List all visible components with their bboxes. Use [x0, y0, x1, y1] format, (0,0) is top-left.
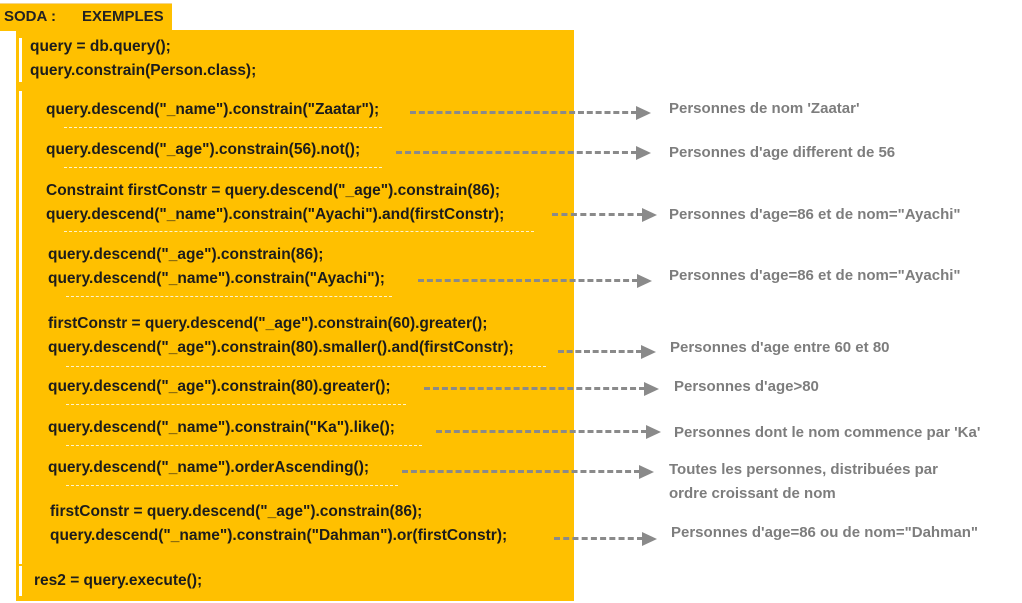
arrow-line: [402, 470, 640, 473]
description: Personnes d'age=86 et de nom="Ayachi": [669, 206, 961, 223]
arrow-line: [410, 111, 637, 114]
separator: [64, 231, 534, 232]
arrow-line: [396, 151, 637, 154]
code-line: query.constrain(Person.class);: [30, 62, 257, 79]
arrow-line: [436, 430, 647, 433]
description: Personnes d'age=86 et de nom="Ayachi": [669, 267, 961, 284]
code-line: query.descend("_age").constrain(56).not(…: [46, 141, 361, 158]
arrow-head: [636, 106, 651, 120]
code-line: query.descend("_name").constrain("Ayachi…: [46, 206, 505, 223]
code-line: query.descend("_name").constrain("Zaatar…: [46, 101, 380, 118]
slide-title: SODA : EXEMPLES: [0, 3, 172, 31]
separator: [64, 127, 382, 128]
arrow-line: [558, 350, 642, 353]
arrow-line: [418, 279, 638, 282]
arrow-line: [552, 213, 643, 216]
code-line: query.descend("_name").orderAscending();: [48, 459, 370, 476]
arrow-head: [641, 345, 656, 359]
arrow-head: [646, 425, 661, 439]
code-line: query.descend("_name").constrain("Ayachi…: [48, 270, 385, 287]
description: ordre croissant de nom: [669, 485, 836, 502]
description: Personnes de nom 'Zaatar': [669, 100, 860, 117]
code-line: query = db.query();: [30, 38, 171, 55]
code-line: Constraint firstConstr = query.descend("…: [46, 182, 501, 199]
separator: [66, 366, 546, 367]
arrow-head: [642, 208, 657, 222]
accent-bar-main: [19, 91, 22, 564]
code-line: res2 = query.execute();: [34, 572, 203, 589]
separator: [66, 445, 422, 446]
arrow-head: [637, 274, 652, 288]
arrow-line: [554, 537, 643, 540]
arrow-line: [424, 387, 645, 390]
accent-bar-top: [19, 38, 22, 82]
description: Personnes d'age=86 ou de nom="Dahman": [671, 524, 979, 541]
separator: [66, 296, 392, 297]
code-line: query.descend("_age").constrain(80).grea…: [48, 378, 391, 395]
code-line: query.descend("_age").constrain(80).smal…: [48, 339, 514, 356]
description: Personnes d'age entre 60 et 80: [670, 339, 890, 356]
title-soda: SODA :: [4, 8, 56, 25]
separator: [66, 485, 398, 486]
accent-bar-bottom: [19, 566, 22, 596]
description: Toutes les personnes, distribuées par: [669, 461, 938, 478]
separator: [64, 167, 382, 168]
description: Personnes d'age>80: [674, 378, 819, 395]
code-line: firstConstr = query.descend("_age").cons…: [48, 315, 488, 332]
code-panel: [16, 30, 574, 601]
description: Personnes d'age different de 56: [669, 144, 896, 161]
code-line: firstConstr = query.descend("_age").cons…: [50, 503, 423, 520]
arrow-head: [644, 382, 659, 396]
code-line: query.descend("_name").constrain("Dahman…: [50, 527, 508, 544]
code-line: query.descend("_name").constrain("Ka").l…: [48, 419, 395, 436]
separator: [66, 404, 406, 405]
arrow-head: [639, 465, 654, 479]
code-line: query.descend("_age").constrain(86);: [48, 246, 324, 263]
title-exemples: EXEMPLES: [82, 8, 164, 25]
arrow-head: [636, 146, 651, 160]
arrow-head: [642, 532, 657, 546]
description: Personnes dont le nom commence par 'Ka': [674, 424, 981, 441]
